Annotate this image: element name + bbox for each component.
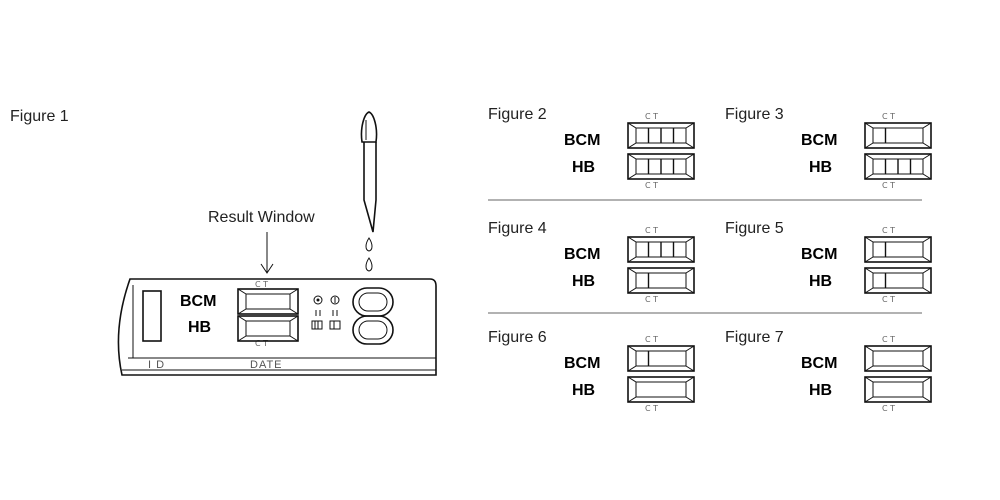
control-test-mark: C T bbox=[882, 335, 895, 344]
result-window-hb bbox=[627, 153, 695, 180]
control-test-mark: C T bbox=[645, 295, 658, 304]
row-label-hb: HB bbox=[809, 159, 832, 176]
control-test-mark: C T bbox=[882, 226, 895, 235]
figure-2: Figure 2 C T C T BCM HB bbox=[488, 106, 695, 190]
figure-6: Figure 6 C T C T BCM HB bbox=[488, 329, 695, 413]
row-label-bcm: BCM bbox=[801, 355, 837, 372]
figure-label: Figure 2 bbox=[488, 106, 547, 123]
figure-label: Figure 5 bbox=[725, 220, 784, 237]
row-label-hb: HB bbox=[188, 319, 211, 336]
id-label: I D bbox=[148, 359, 165, 371]
figure-1-label: Figure 1 bbox=[10, 108, 69, 125]
control-test-mark: C T bbox=[255, 339, 268, 348]
result-window-hb bbox=[864, 267, 932, 294]
row-label-bcm: BCM bbox=[564, 132, 600, 149]
test-cassette: I D DATE BCM HB C T C T bbox=[117, 278, 437, 376]
figure-4: Figure 4 C T C T BCM HB bbox=[488, 220, 695, 304]
figure-label: Figure 4 bbox=[488, 220, 547, 237]
control-test-mark: C T bbox=[882, 181, 895, 190]
control-test-mark: C T bbox=[645, 226, 658, 235]
result-window-bcm bbox=[864, 122, 932, 149]
row-label-hb: HB bbox=[809, 273, 832, 290]
drop-icon bbox=[365, 237, 373, 252]
control-test-mark: C T bbox=[882, 295, 895, 304]
sample-well-bottom bbox=[352, 315, 394, 345]
control-test-mark: C T bbox=[645, 335, 658, 344]
result-window-hb bbox=[627, 267, 695, 294]
result-window-bcm bbox=[864, 345, 932, 372]
result-window-bcm bbox=[627, 236, 695, 263]
control-test-mark: C T bbox=[255, 280, 268, 289]
row-label-bcm: BCM bbox=[564, 246, 600, 263]
row-label-hb: HB bbox=[572, 273, 595, 290]
row-label-bcm: BCM bbox=[564, 355, 600, 372]
dropper-icon bbox=[360, 111, 378, 233]
result-window-hb bbox=[627, 376, 695, 403]
control-test-mark: C T bbox=[645, 404, 658, 413]
result-window-bcm bbox=[864, 236, 932, 263]
figure-label: Figure 6 bbox=[488, 329, 547, 346]
figure-5: Figure 5 C T C T BCM HB bbox=[725, 220, 932, 304]
row-label-bcm: BCM bbox=[801, 132, 837, 149]
result-window-bottom bbox=[237, 315, 299, 342]
result-window-bcm bbox=[627, 345, 695, 372]
row-label-hb: HB bbox=[572, 159, 595, 176]
date-label: DATE bbox=[250, 359, 283, 371]
figure-label: Figure 3 bbox=[725, 106, 784, 123]
row-label-hb: HB bbox=[572, 382, 595, 399]
row-label-bcm: BCM bbox=[180, 293, 216, 310]
id-window bbox=[142, 290, 162, 342]
row-label-bcm: BCM bbox=[801, 246, 837, 263]
result-window-annotation: Result Window bbox=[208, 209, 315, 226]
figure-1: Figure 1 Result Window I D DATE BCM bbox=[10, 108, 437, 376]
sample-well-top bbox=[352, 287, 394, 317]
figure-3: Figure 3 C T C T BCM HB bbox=[725, 106, 932, 190]
control-test-mark: C T bbox=[645, 112, 658, 121]
row-label-hb: HB bbox=[809, 382, 832, 399]
figure-label: Figure 7 bbox=[725, 329, 784, 346]
control-test-mark: C T bbox=[645, 181, 658, 190]
result-window-top bbox=[237, 288, 299, 315]
result-window-hb bbox=[864, 153, 932, 180]
arrow-down-icon bbox=[260, 232, 274, 274]
figure-7: Figure 7 C T C T BCM HB bbox=[725, 329, 932, 413]
result-window-bcm bbox=[627, 122, 695, 149]
indicator-symbols-icon bbox=[311, 295, 341, 330]
drop-icon bbox=[365, 257, 373, 272]
control-test-mark: C T bbox=[882, 112, 895, 121]
control-test-mark: C T bbox=[882, 404, 895, 413]
result-window-hb bbox=[864, 376, 932, 403]
